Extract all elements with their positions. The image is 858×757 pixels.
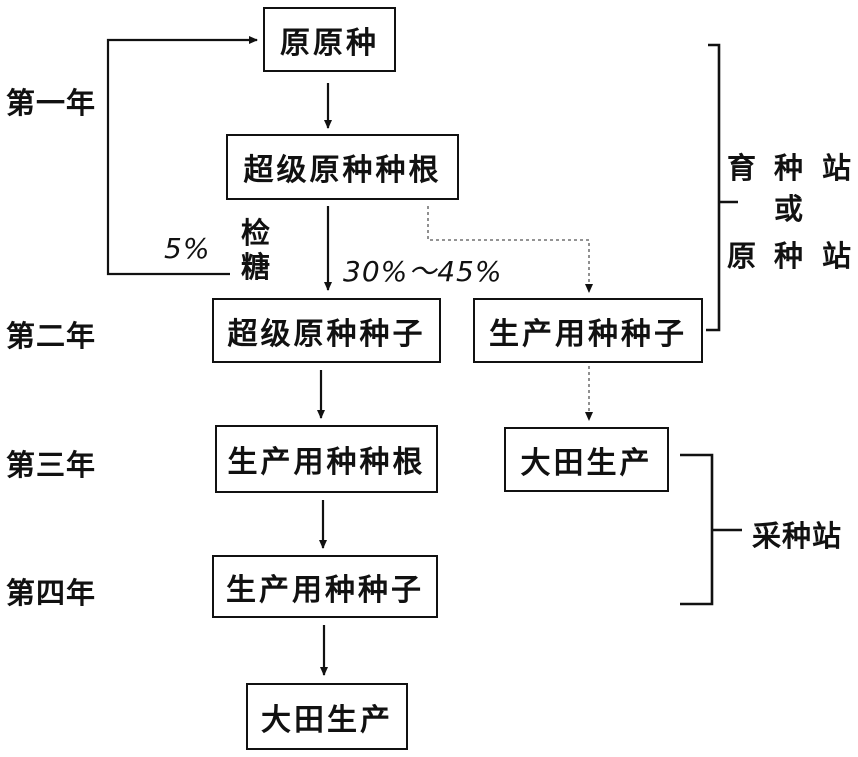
side-field-production-box: 大田生产 <box>504 427 669 492</box>
breeding-station-char-2: 种 <box>774 151 804 185</box>
original-station-char-3: 站 <box>822 239 852 273</box>
production-root-box: 生产用种种根 <box>215 425 438 493</box>
original-seed-box: 原原种 <box>263 7 396 72</box>
year-label-3: 第三年 <box>6 448 97 482</box>
return-rate-label: 5% <box>164 232 211 265</box>
super-stock-seed-box: 超级原种种子 <box>212 298 441 363</box>
station-or-text: 或 <box>774 192 804 226</box>
year-label-2: 第二年 <box>6 319 97 353</box>
original-station-char-1: 原 <box>727 239 757 273</box>
original-station-char-2: 种 <box>774 239 804 273</box>
side-production-seed-box: 生产用种种子 <box>473 298 703 363</box>
station-bracket-bottom <box>680 453 714 606</box>
sugar-test-label-bottom: 糖 <box>241 250 271 284</box>
year-label-4: 第四年 <box>6 576 97 610</box>
dotted-branch-line <box>427 206 593 293</box>
production-seed-box: 生产用种种子 <box>212 555 438 618</box>
station-bracket-top <box>706 43 721 332</box>
year-label-1: 第一年 <box>6 86 97 120</box>
super-stock-root-box: 超级原种种根 <box>226 134 459 200</box>
breeding-station-char-1: 育 <box>727 151 757 185</box>
breeding-station-char-3: 站 <box>822 151 852 185</box>
selection-rate-label: 30%～45% <box>343 255 503 288</box>
sugar-test-label-top: 检 <box>241 216 271 250</box>
seed-collection-station-label: 采种站 <box>752 519 843 553</box>
field-production-box: 大田生产 <box>246 683 408 750</box>
feedback-loop-line <box>106 36 258 276</box>
